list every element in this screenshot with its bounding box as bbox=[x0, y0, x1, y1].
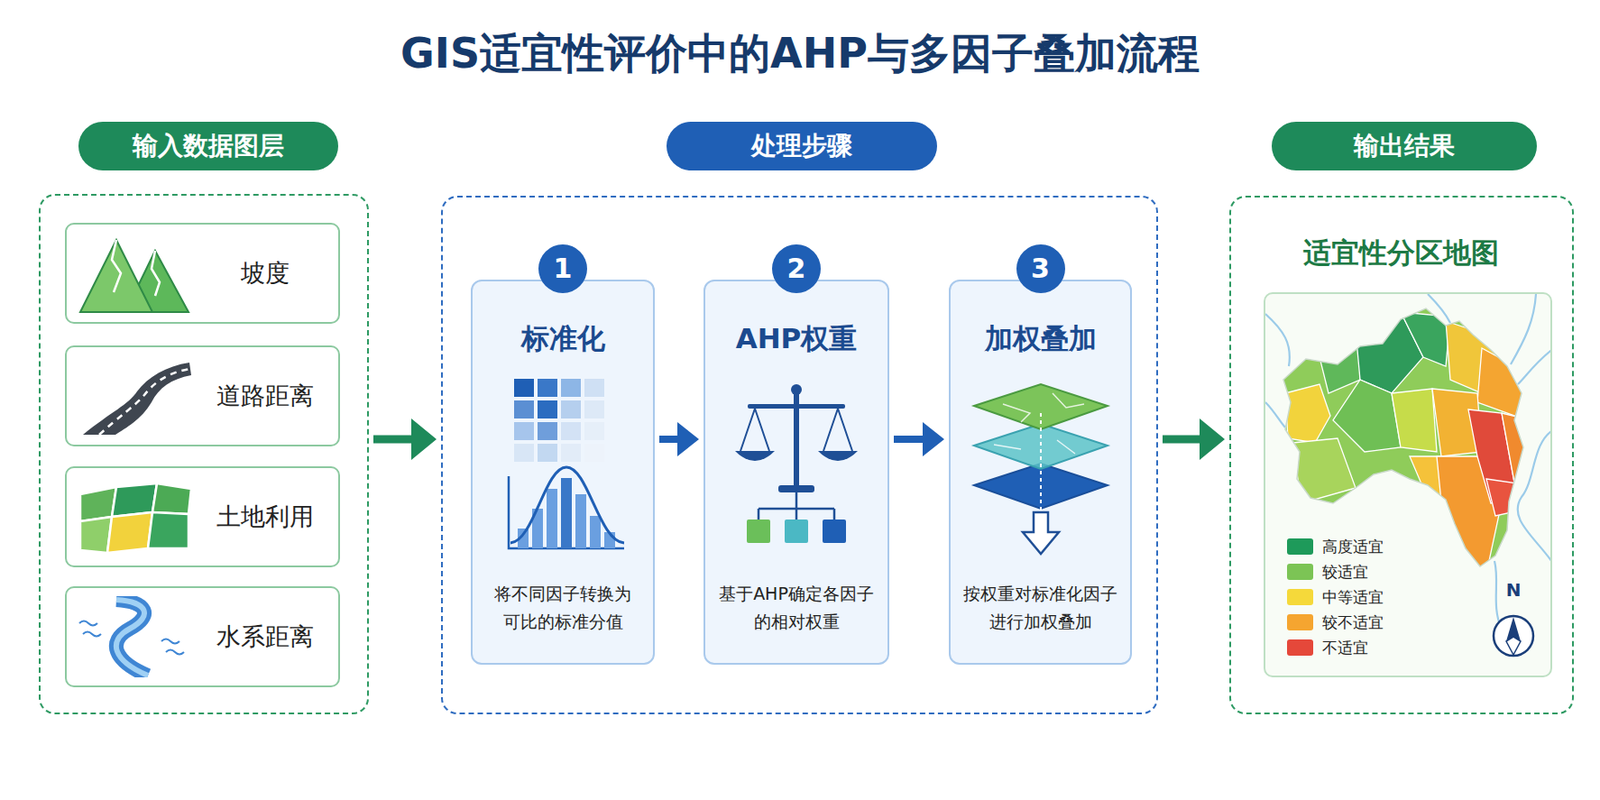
step-card: 2AHP权重基于AHP确定各因子的相对权重 bbox=[703, 279, 890, 665]
legend-text: 中等适宜 bbox=[1322, 587, 1384, 608]
map-heading: 适宜性分区地图 bbox=[1231, 231, 1572, 274]
factor-card: 坡度 bbox=[64, 222, 341, 324]
flow-arrow bbox=[1162, 418, 1225, 460]
factor-label: 水系距离 bbox=[194, 588, 335, 686]
legend-row: 较不适宜 bbox=[1287, 609, 1384, 635]
overlay-icon bbox=[966, 377, 1115, 558]
dashed-group: 处理步骤 1标准化将不同因子转换为可比的标准分值 2AHP权重基于AHP确定各因… bbox=[441, 195, 1159, 715]
dashed-group: 输入数据图层 坡度 道路距离 土地利用 水系距离 bbox=[38, 193, 369, 715]
mountain-icon bbox=[75, 232, 194, 314]
legend-text: 较适宜 bbox=[1322, 561, 1369, 583]
landuse-icon bbox=[75, 476, 194, 558]
step-card: 1标准化将不同因子转换为可比的标准分值 bbox=[470, 279, 655, 665]
legend-swatch bbox=[1287, 563, 1314, 580]
factor-card: 道路距离 bbox=[64, 345, 341, 447]
standardize-icon bbox=[488, 377, 637, 558]
section-pill: 输出结果 bbox=[1271, 121, 1537, 171]
factor-label: 坡度 bbox=[194, 224, 335, 322]
section-pill: 输入数据图层 bbox=[78, 121, 339, 171]
legend-row: 较适宜 bbox=[1287, 559, 1384, 585]
legend: 高度适宜较适宜中等适宜较不适宜不适宜 bbox=[1287, 533, 1384, 661]
legend-swatch bbox=[1287, 538, 1314, 555]
factor-card: 土地利用 bbox=[64, 466, 341, 568]
step-title: AHP权重 bbox=[705, 317, 888, 359]
legend-row: 中等适宜 bbox=[1287, 584, 1384, 610]
flow-arrow bbox=[659, 422, 699, 457]
flow-arrow bbox=[373, 418, 437, 460]
section-pill: 处理步骤 bbox=[666, 121, 938, 171]
road-icon bbox=[75, 355, 194, 437]
step-card: 3加权叠加按权重对标准化因子进行加权叠加 bbox=[948, 279, 1132, 665]
river-icon bbox=[75, 596, 194, 678]
step-number: 3 bbox=[1016, 244, 1066, 294]
factor-label: 道路距离 bbox=[194, 347, 335, 445]
dashed-group: 输出结果适宜性分区地图 高度适宜较适宜中等适宜较不适宜不适宜N bbox=[1229, 195, 1574, 715]
flow-arrow bbox=[893, 422, 945, 457]
legend-row: 不适宜 bbox=[1287, 634, 1384, 661]
factor-label: 土地利用 bbox=[194, 468, 335, 566]
legend-text: 不适宜 bbox=[1322, 637, 1369, 659]
step-number: 1 bbox=[538, 244, 588, 294]
step-title: 加权叠加 bbox=[950, 317, 1131, 359]
step-description: 基于AHP确定各因子的相对权重 bbox=[713, 579, 880, 636]
diagram-title: GIS适宜性评价中的AHP与多因子叠加流程 bbox=[0, 21, 1600, 85]
balance-icon bbox=[722, 377, 871, 558]
step-description: 按权重对标准化因子进行加权叠加 bbox=[957, 579, 1124, 636]
step-description: 将不同因子转换为可比的标准分值 bbox=[488, 579, 637, 636]
north-label: N bbox=[1495, 579, 1532, 601]
legend-text: 较不适宜 bbox=[1322, 612, 1384, 634]
legend-swatch bbox=[1287, 614, 1314, 631]
step-title: 标准化 bbox=[472, 317, 653, 359]
factor-card: 水系距离 bbox=[64, 586, 341, 688]
legend-swatch bbox=[1287, 639, 1314, 656]
legend-text: 高度适宜 bbox=[1322, 536, 1384, 558]
legend-swatch bbox=[1287, 588, 1314, 606]
step-number: 2 bbox=[772, 244, 821, 294]
legend-row: 高度适宜 bbox=[1287, 533, 1384, 560]
map-panel: 高度适宜较适宜中等适宜较不适宜不适宜 N bbox=[1263, 292, 1553, 678]
